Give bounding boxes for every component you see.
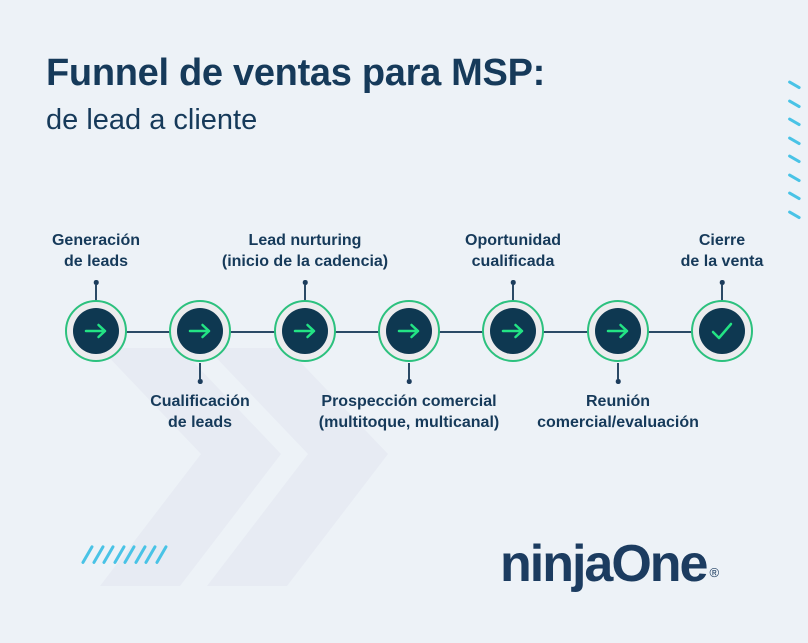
- arrow-right-icon: [188, 323, 211, 339]
- step-label: Reunión comercial/evaluación: [537, 393, 699, 431]
- arrow-right-icon: [606, 323, 629, 339]
- arrow-right-icon: [397, 323, 420, 339]
- step-label: Prospección comercial (multitoque, multi…: [318, 393, 500, 431]
- step-label: Oportunidad cualificada: [465, 232, 561, 270]
- funnel-step: Reunión comercial/evaluación: [503, 0, 733, 440]
- funnel-step: Lead nurturing (inicio de la cadencia): [190, 0, 420, 440]
- connector-dot: [615, 379, 621, 384]
- funnel-step: Prospección comercial (multitoque, multi…: [294, 0, 524, 440]
- page-subtitle: de lead a cliente: [46, 104, 258, 136]
- funnel-step: Oportunidad cualificada: [398, 0, 628, 440]
- check-icon: [711, 322, 733, 340]
- connector-dot: [93, 280, 99, 285]
- step-circle: [691, 300, 753, 362]
- arrow-right-icon: [501, 323, 524, 339]
- connector-stem: [95, 285, 97, 301]
- funnel-step: Generación de leads: [0, 0, 211, 440]
- funnel-step: Cualificación de leads: [85, 0, 315, 440]
- logo-text: ninjaOne: [500, 535, 708, 593]
- connector-stem: [408, 363, 410, 379]
- step-label: Generación de leads: [51, 232, 141, 270]
- step-label: Cierre de la venta: [680, 232, 764, 270]
- hash-marks-bottom-left-icon: [80, 544, 168, 565]
- step-circle: [587, 300, 649, 362]
- step-circle: [378, 300, 440, 362]
- connector-dot: [510, 280, 516, 285]
- connector-stem: [721, 285, 723, 301]
- step-circle: [482, 300, 544, 362]
- connector-stem: [199, 363, 201, 379]
- connector-stem: [617, 363, 619, 379]
- connector-dot: [197, 379, 203, 384]
- connector-stem: [512, 285, 514, 301]
- page-title: Funnel de ventas para MSP:: [46, 52, 545, 94]
- registered-mark: ®: [709, 565, 720, 580]
- connector-dot: [406, 379, 412, 384]
- step-label: Lead nurturing (inicio de la cadencia): [221, 232, 389, 270]
- arrow-right-icon: [293, 323, 316, 339]
- step-label: Cualificación de leads: [150, 393, 250, 431]
- step-circle: [65, 300, 127, 362]
- step-circle: [169, 300, 231, 362]
- header: Funnel de ventas para MSP: de lead a cli…: [46, 52, 545, 137]
- ninjaone-logo: ninjaOne®: [500, 534, 720, 594]
- connector-stem: [304, 285, 306, 301]
- connector-dot: [302, 280, 308, 285]
- connector-dot: [719, 280, 725, 285]
- funnel-step: Cierre de la venta: [607, 0, 808, 440]
- arrow-right-icon: [84, 323, 107, 339]
- step-circle: [274, 300, 336, 362]
